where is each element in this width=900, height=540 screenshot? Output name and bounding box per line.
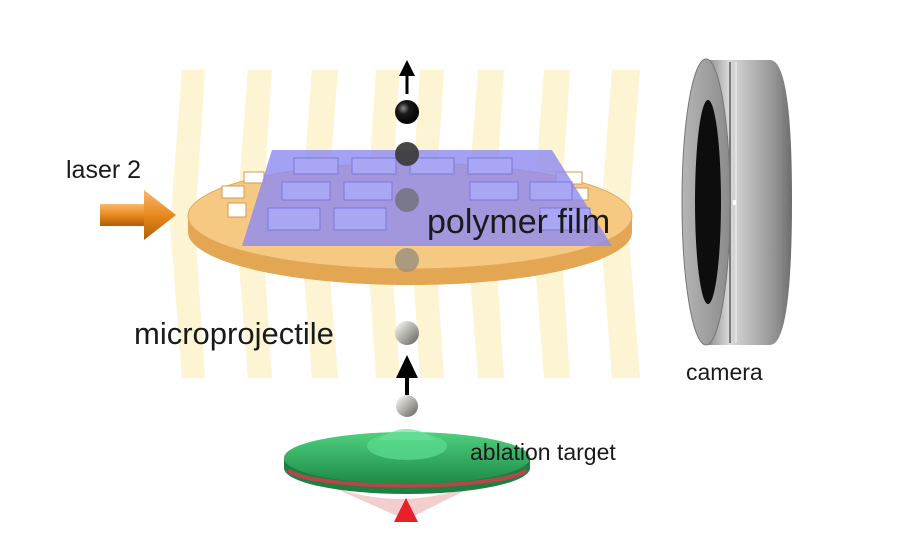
camera <box>681 58 792 346</box>
trajectory-arrow-top <box>399 60 415 94</box>
projectile-dark-2 <box>395 142 419 166</box>
camera-label: camera <box>686 359 763 385</box>
ablation-target <box>284 429 530 522</box>
projectile-snapshots <box>395 100 419 417</box>
polymer-film <box>242 150 612 246</box>
projectile-dark <box>395 100 419 124</box>
ablation-laser <box>394 498 418 522</box>
polymer-film-label: polymer film <box>427 203 611 241</box>
microprojectile-label: microprojectile <box>134 316 334 351</box>
laser-arrow <box>100 190 176 240</box>
trajectory-arrow-bottom <box>396 355 418 395</box>
projectile-ghost <box>395 188 419 212</box>
laser-2-label: laser 2 <box>66 156 142 184</box>
projectile-launch <box>396 395 418 417</box>
microprojectile <box>395 321 419 345</box>
projectile-ghost-2 <box>395 248 419 272</box>
camera-lens <box>695 100 721 304</box>
ablation-target-label: ablation target <box>470 439 616 465</box>
